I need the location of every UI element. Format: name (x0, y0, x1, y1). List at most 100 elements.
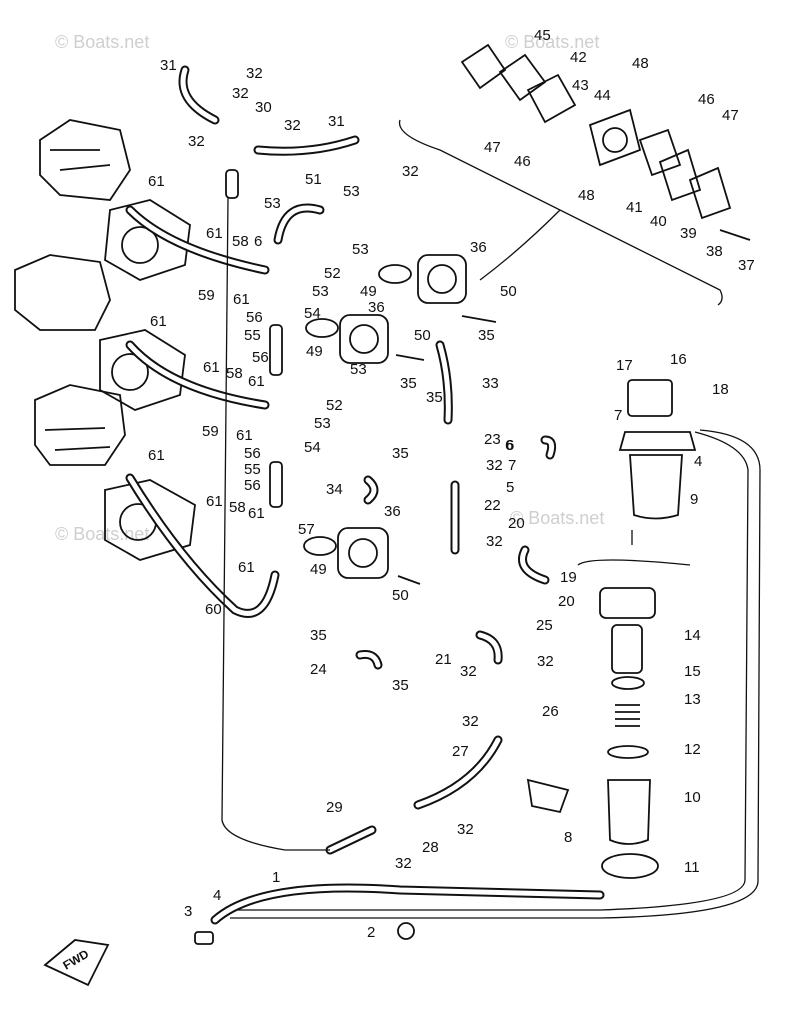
part-callout-6: 6 (506, 437, 514, 454)
part-callout-61: 61 (236, 427, 253, 444)
fwd-label: FWD (61, 947, 92, 973)
part-callout-52: 52 (326, 397, 343, 414)
part-callout-53: 53 (314, 415, 331, 432)
part-callout-43: 43 (572, 77, 589, 94)
part-callout-36: 36 (470, 239, 487, 256)
part-callout-28: 28 (422, 839, 439, 856)
part-callout-49: 49 (306, 343, 323, 360)
filter-element (611, 624, 643, 674)
part-callout-53: 53 (312, 283, 329, 300)
fuel-pump-top (417, 254, 467, 304)
part-callout-40: 40 (650, 213, 667, 230)
carburetor-upper-mid (14, 254, 186, 411)
part-callout-57: 57 (298, 521, 315, 538)
part-callout-53: 53 (264, 195, 281, 212)
part-callout-16: 16 (670, 351, 687, 368)
carburetor-lower-mid (34, 384, 126, 466)
part-callout-12: 12 (684, 741, 701, 758)
part-callout-36: 36 (384, 503, 401, 520)
part-callout-32: 32 (537, 653, 554, 670)
part-callout-53: 53 (352, 241, 369, 258)
part-callout-5: 5 (506, 479, 514, 496)
part-callout-14: 14 (684, 627, 701, 644)
part-callout-61: 61 (248, 373, 265, 390)
part-callout-41: 41 (626, 199, 643, 216)
part-callout-58: 58 (226, 365, 243, 382)
part-callout-6: 6 (254, 233, 262, 250)
part-callout-51: 51 (305, 171, 322, 188)
part-callout-4: 4 (694, 453, 702, 470)
part-callout-56: 56 (244, 477, 261, 494)
part-callout-19: 19 (560, 569, 577, 586)
filter-head (599, 587, 656, 619)
part-callout-33: 33 (482, 375, 499, 392)
part-callout-61: 61 (148, 447, 165, 464)
part-callout-56: 56 (252, 349, 269, 366)
part-callout-36: 36 (368, 299, 385, 316)
part-callout-38: 38 (706, 243, 723, 260)
part-callout-44: 44 (594, 87, 611, 104)
part-callout-32: 32 (246, 65, 263, 82)
part-callout-34: 34 (326, 481, 343, 498)
watermark-top-right: © Boats.net (505, 32, 599, 52)
part-callout-50: 50 (414, 327, 431, 344)
part-callout-35: 35 (400, 375, 417, 392)
watermark-top-left: © Boats.net (55, 32, 149, 52)
part-callout-49: 49 (360, 283, 377, 300)
part-callout-61: 61 (150, 313, 167, 330)
part-callout-35: 35 (310, 627, 327, 644)
part-callout-25: 25 (536, 617, 553, 634)
part-callout-17: 17 (616, 357, 633, 374)
part-callout-61: 61 (238, 559, 255, 576)
part-callout-46: 46 (514, 153, 531, 170)
part-callout-47: 47 (722, 107, 739, 124)
part-callout-50: 50 (392, 587, 409, 604)
fuel-pump-middle (339, 314, 389, 364)
part-callout-10: 10 (684, 789, 701, 806)
part-callout-45: 45 (534, 27, 551, 44)
part-callout-61: 61 (233, 291, 250, 308)
fuel-pump-kit (460, 43, 751, 241)
fuel-filter-assembly (618, 379, 697, 520)
part-callout-35: 35 (426, 389, 443, 406)
carburetor-upper (39, 119, 191, 281)
part-callout-32: 32 (395, 855, 412, 872)
part-callout-42: 42 (570, 49, 587, 66)
part-callout-46: 46 (698, 91, 715, 108)
part-callout-32: 32 (462, 713, 479, 730)
part-callout-55: 55 (244, 461, 261, 478)
part-callout-23: 23 (484, 431, 501, 448)
part-callout-24: 24 (310, 661, 327, 678)
part-callout-21: 21 (435, 651, 452, 668)
part-callout-54: 54 (304, 439, 321, 456)
part-callout-13: 13 (684, 691, 701, 708)
part-callout-37: 37 (738, 257, 755, 274)
part-callout-9: 9 (690, 491, 698, 508)
part-callout-15: 15 (684, 663, 701, 680)
part-callout-58: 58 (232, 233, 249, 250)
watermark-mid-left: © Boats.net (55, 524, 149, 544)
part-callout-32: 32 (284, 117, 301, 134)
part-callout-39: 39 (680, 225, 697, 242)
part-callout-31: 31 (160, 57, 177, 74)
part-callout-32: 32 (402, 163, 419, 180)
part-callout-53: 53 (343, 183, 360, 200)
part-callout-3: 3 (184, 903, 192, 920)
part-callout-35: 35 (478, 327, 495, 344)
part-callout-59: 59 (198, 287, 215, 304)
part-callout-59: 59 (202, 423, 219, 440)
part-callout-56: 56 (246, 309, 263, 326)
part-callout-61: 61 (206, 225, 223, 242)
part-callout-47: 47 (484, 139, 501, 156)
part-callout-20: 20 (508, 515, 525, 532)
part-callout-29: 29 (326, 799, 343, 816)
part-callout-7: 7 (614, 407, 622, 424)
part-callout-20: 20 (558, 593, 575, 610)
part-callout-32: 32 (460, 663, 477, 680)
part-callout-11: 11 (684, 859, 700, 876)
fuel-pump-bottom (337, 527, 389, 579)
part-callout-52: 52 (324, 265, 341, 282)
part-callout-48: 48 (578, 187, 595, 204)
